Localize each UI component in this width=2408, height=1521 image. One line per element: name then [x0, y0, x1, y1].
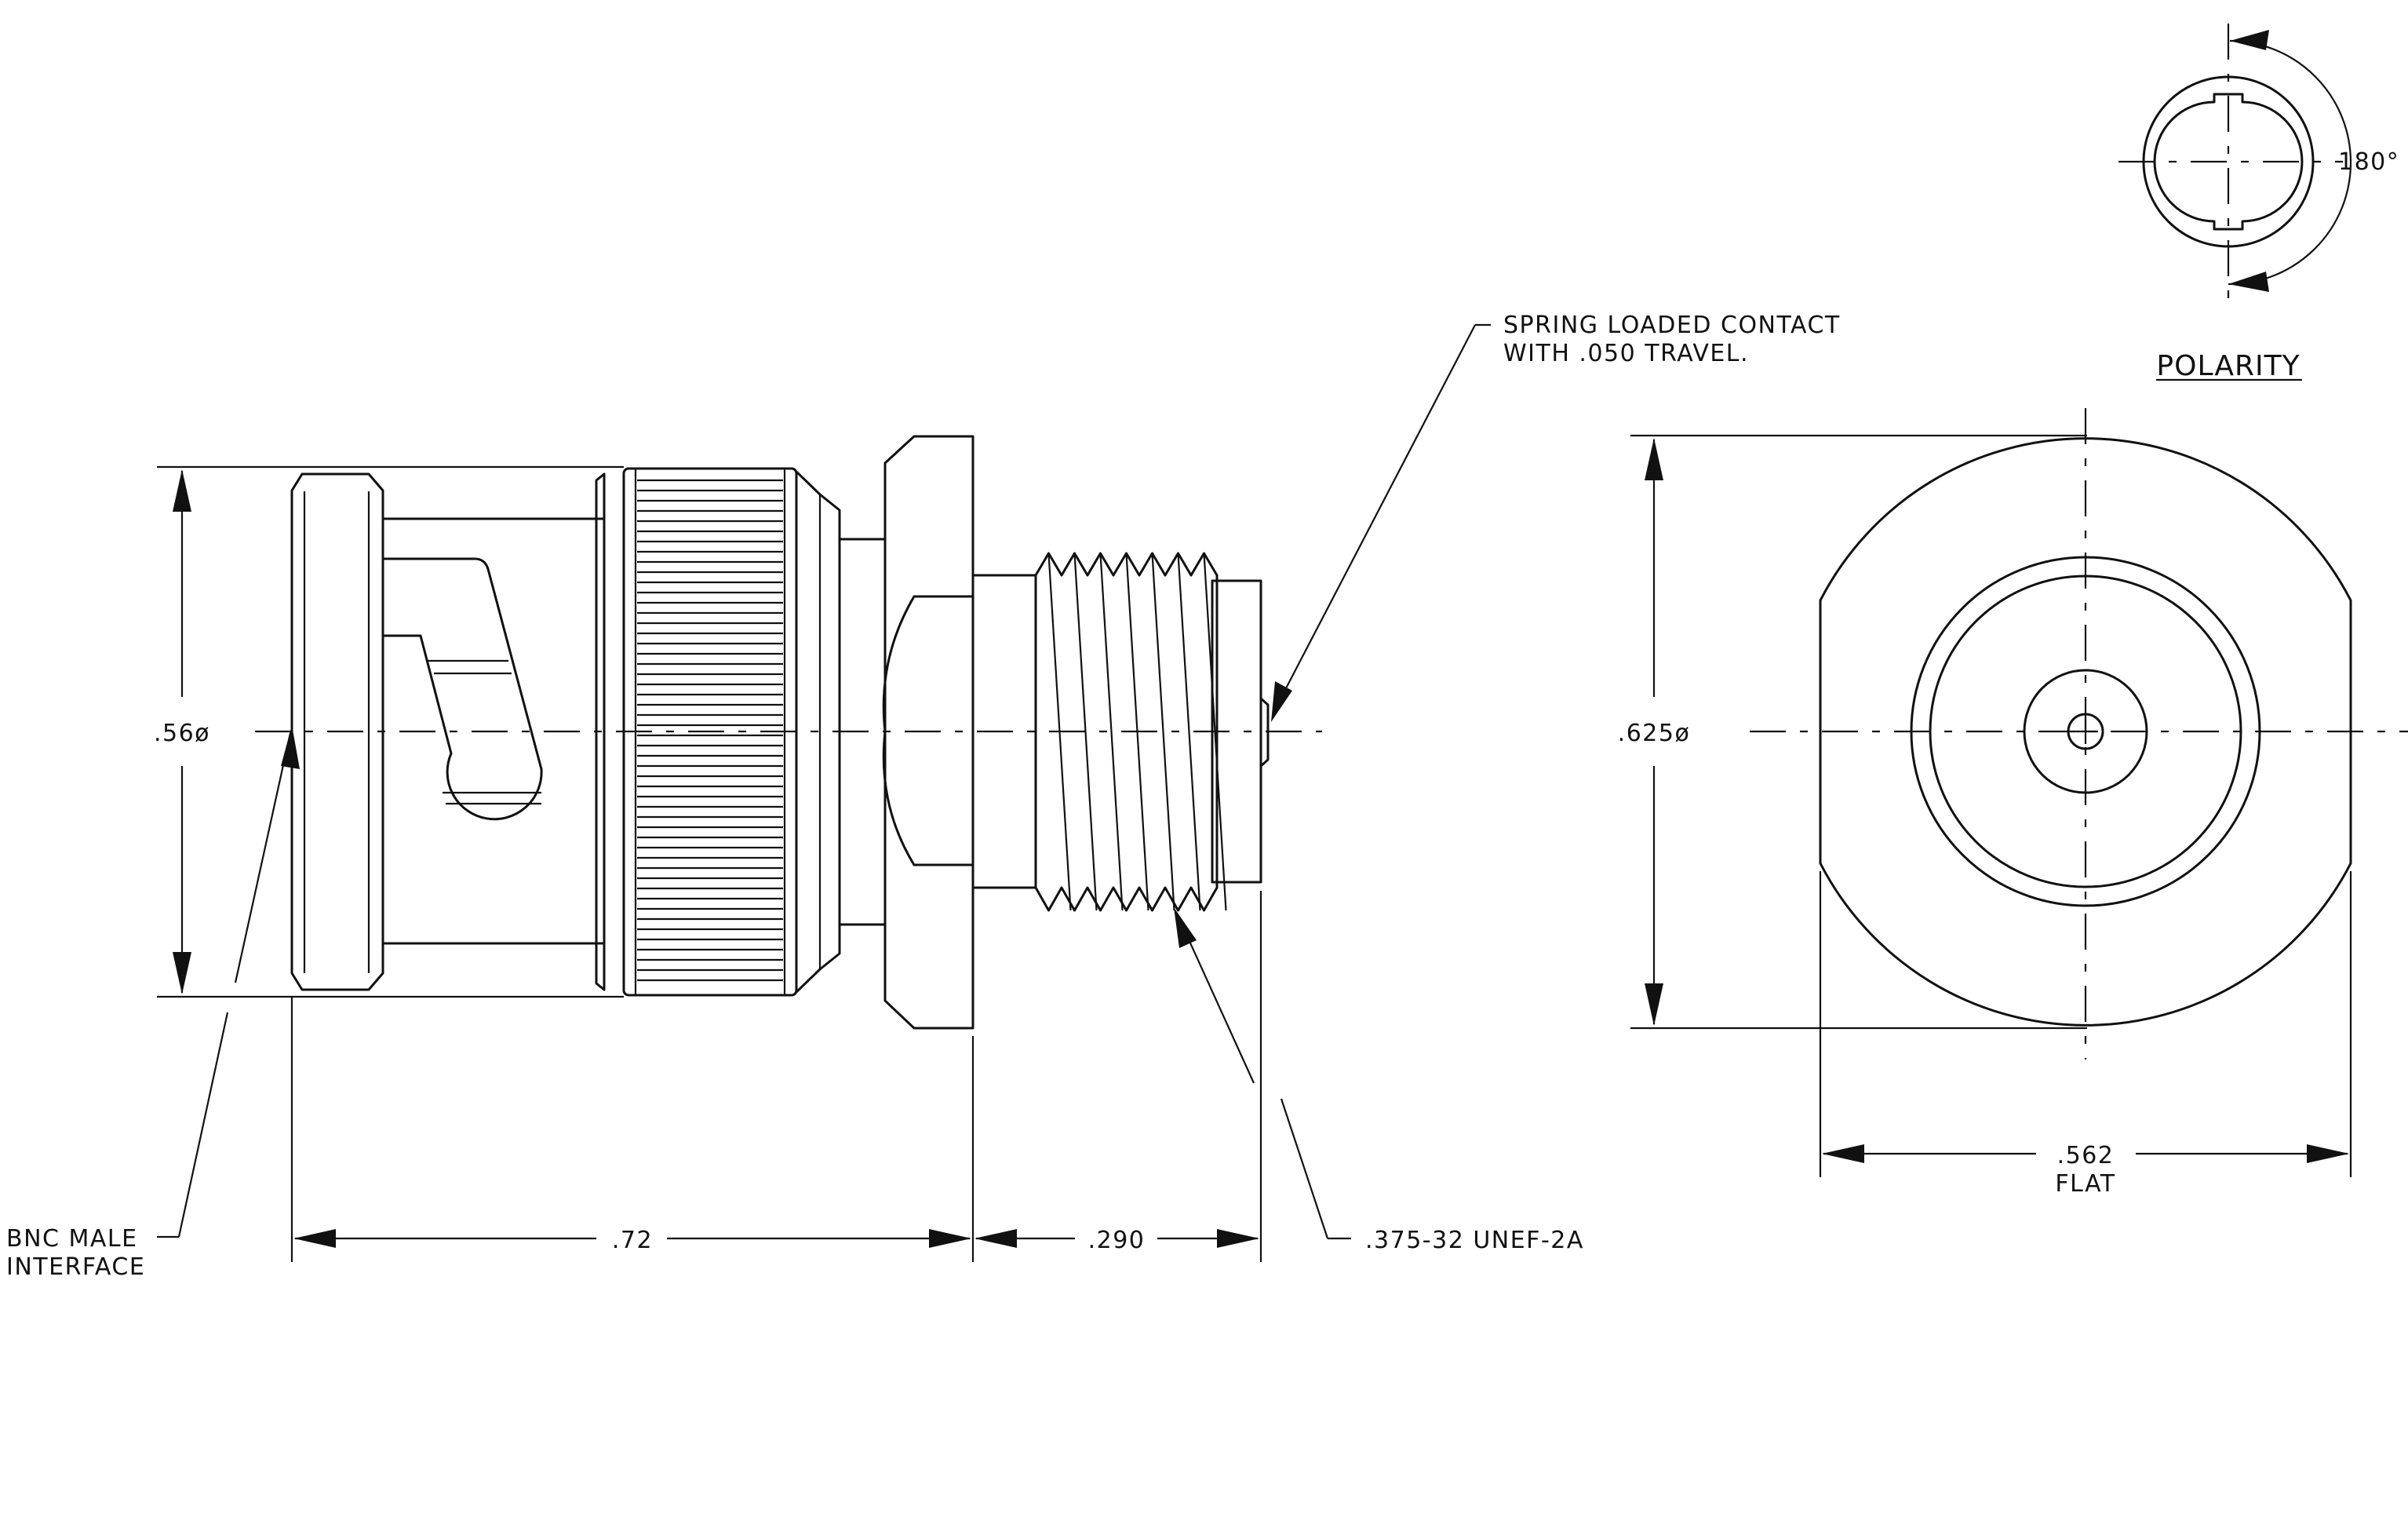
dim-length-total-label: .72 — [612, 1227, 653, 1254]
note-bnc-line2: INTERFACE — [6, 1253, 145, 1281]
polarity-arc — [2228, 39, 2352, 286]
note-spring-line1: SPRING LOADED CONTACT — [1503, 312, 1841, 339]
polarity-outer-circle — [2142, 75, 2315, 248]
thread-crest — [1073, 553, 1098, 911]
side-view: .56ø .72 .290 SPRING LOADED CONTACT WITH… — [6, 312, 1841, 1281]
dim-flat-value: .562 — [2057, 1142, 2115, 1169]
hex-flange — [882, 435, 974, 1030]
front-contact — [2067, 713, 2104, 750]
dim-diameter-side-label: .56ø — [154, 720, 210, 747]
front-body-outline — [1819, 437, 2352, 1027]
polarity-angle-label: 180° — [2338, 148, 2399, 176]
dim-diameter-front-label: .625ø — [1618, 720, 1691, 747]
front-outer-ring — [1910, 556, 2261, 907]
dim-diameter-side: .56ø — [154, 469, 210, 994]
polarity-keyed-insert — [2153, 93, 2304, 231]
thread-edge — [1034, 552, 1219, 577]
polarity-title: POLARITY — [2156, 350, 2300, 382]
front-view: .625ø .562 FLAT — [1618, 408, 2408, 1198]
dim-length-total: .72 — [293, 1227, 971, 1254]
dim-diameter-front: .625ø — [1618, 438, 1691, 1026]
polarity-view: 180° POLARITY — [2118, 24, 2399, 382]
front-inner-ring — [1929, 574, 2242, 888]
note-thread: .375-32 UNEF-2A — [1365, 1227, 1584, 1254]
leader-thread: .375-32 UNEF-2A — [1174, 907, 1584, 1254]
bnc-front-ring — [290, 472, 384, 991]
thread-crest — [1099, 553, 1124, 911]
thread-crest — [1047, 553, 1072, 911]
neck — [838, 538, 887, 926]
thread-crest — [1151, 553, 1175, 911]
front-insulator — [2023, 669, 2148, 794]
dim-length-thread: .290 — [974, 1227, 1259, 1254]
thread-edge — [1034, 886, 1219, 912]
dim-flat-label: FLAT — [2055, 1170, 2115, 1198]
knurled-nut — [622, 467, 841, 997]
note-spring-line2: WITH .050 TRAVEL. — [1503, 340, 1749, 367]
leader-bnc: BNC MALE INTERFACE — [6, 725, 300, 1281]
knurl-pattern — [637, 479, 783, 982]
bayonet-body — [381, 472, 606, 991]
thread-crest — [1125, 553, 1149, 911]
note-bnc-line1: BNC MALE — [6, 1225, 138, 1253]
leader-spring: SPRING LOADED CONTACT WITH .050 TRAVEL. — [1271, 312, 1841, 722]
dim-flat: .562 FLAT — [1822, 1142, 2349, 1198]
thread-profile — [1034, 552, 1227, 912]
dim-length-thread-label: .290 — [1088, 1227, 1146, 1254]
thread-crest — [1203, 553, 1227, 911]
thread-crest — [1177, 553, 1201, 911]
threaded-shank — [971, 552, 1270, 912]
